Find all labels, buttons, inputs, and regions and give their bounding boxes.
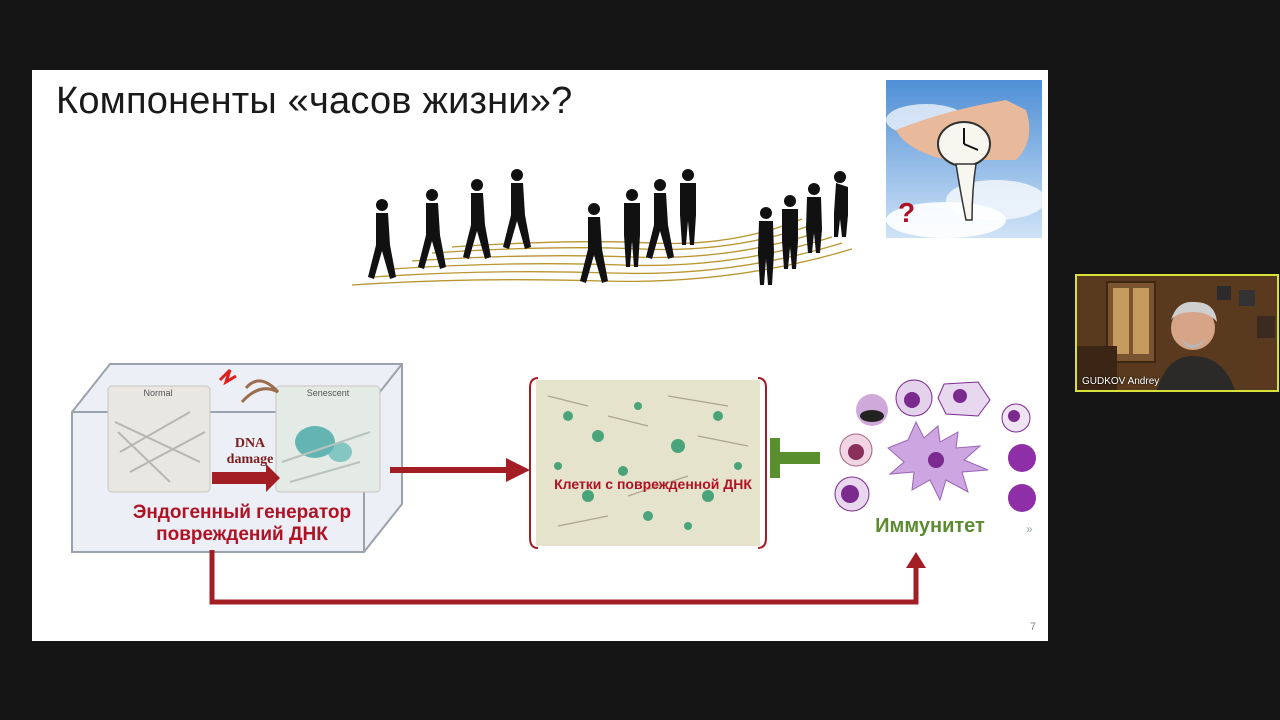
arrow-to-immunity <box>209 550 926 605</box>
immunity-label: Иммунитет <box>875 515 985 537</box>
more-indicator: » <box>1026 522 1033 536</box>
participant-name: GUDKOV Andrey <box>1082 376 1160 387</box>
melting-clock-image: ? <box>886 80 1042 238</box>
question-mark: ? <box>898 197 915 228</box>
inhibition-bar <box>770 438 820 478</box>
immune-cells-illustration <box>834 379 1036 512</box>
slide-title: Компоненты «часов жизни»? <box>56 80 573 122</box>
arrow-to-cells <box>390 458 530 482</box>
normal-cells-label: Normal <box>143 388 173 398</box>
generator-box <box>71 363 403 553</box>
webcam-video-tile[interactable]: GUDKOV Andrey <box>1075 274 1279 392</box>
dna-damage-label: DNA damage <box>226 436 274 467</box>
slide: Компоненты «часов жизни»? <box>32 70 1048 641</box>
damaged-cells-image <box>529 377 767 549</box>
aging-silhouettes-illustration <box>352 169 852 286</box>
senescent-cells-label: Senescent <box>306 388 350 398</box>
slide-page-number: 7 <box>1029 621 1036 633</box>
damaged-cells-label: Клетки с поврежденной ДНК <box>554 476 752 492</box>
generator-label: Эндогенный генератор повреждений ДНК <box>132 502 352 545</box>
speaker-video <box>1077 276 1277 390</box>
